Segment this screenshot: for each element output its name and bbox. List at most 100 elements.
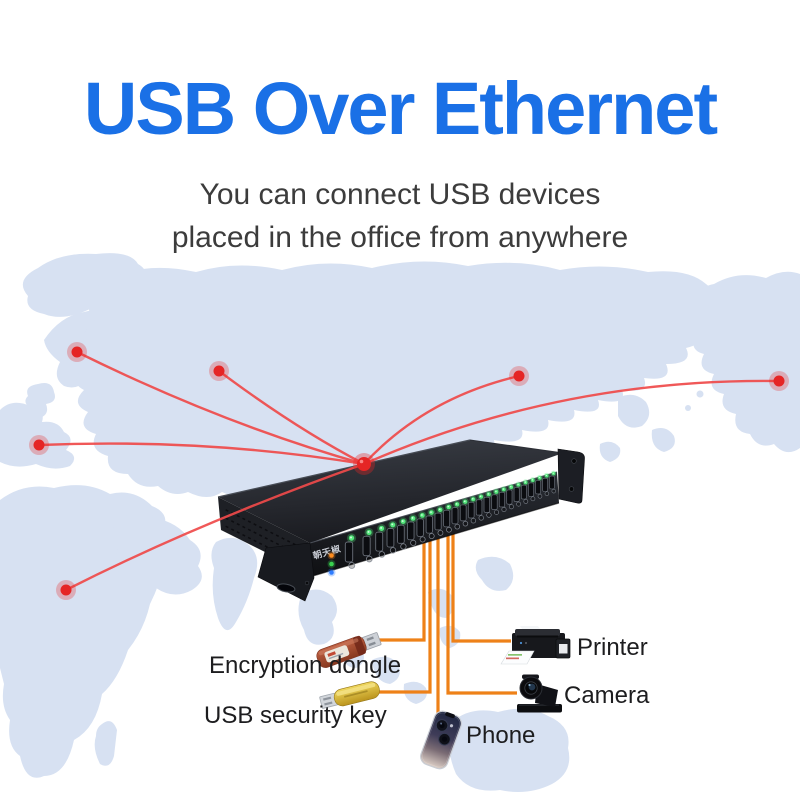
port-number-ring: [366, 555, 373, 563]
device-top-face: [218, 440, 563, 543]
port-led-shine: [502, 488, 505, 490]
port-number-ring: [523, 499, 529, 504]
port-number-ring: [462, 520, 469, 527]
map-landmass: [428, 588, 454, 618]
vent-slot: [230, 520, 235, 523]
vent-slot: [225, 509, 229, 512]
status-led: [329, 570, 334, 575]
camera-image: [517, 674, 562, 713]
vent-slot: [230, 528, 235, 532]
vent-slot: [247, 520, 252, 524]
usb-port: [498, 486, 508, 512]
map-landmass: [94, 721, 117, 766]
vent-slot: [275, 542, 280, 546]
printer-label: Printer: [577, 634, 648, 661]
port-slot: [542, 478, 548, 492]
usb-port: [542, 472, 550, 496]
port-slot: [491, 494, 498, 510]
port-slot: [407, 521, 415, 541]
port-number-ring: [410, 539, 417, 546]
port-slot: [443, 509, 451, 528]
port-led-shine: [447, 505, 450, 508]
port-slot: [513, 487, 520, 502]
vent-slot: [225, 517, 229, 521]
ear-screw-hole: [568, 486, 575, 492]
remote-dot: [60, 584, 72, 596]
page-title: USB Over Ethernet: [83, 67, 718, 150]
usb-port: [386, 520, 398, 554]
port-led-shine: [463, 500, 466, 503]
usb-cable-printer: [451, 530, 511, 643]
port-slot: [375, 531, 384, 552]
vent-slot: [225, 525, 229, 529]
port-led-shine: [380, 526, 383, 529]
vent-slot: [281, 537, 285, 540]
port-slot: [416, 518, 424, 537]
port-led-shine: [487, 493, 490, 495]
camera-label: Camera: [564, 682, 650, 709]
port-number-ring: [551, 488, 556, 494]
port-led-shine: [479, 495, 482, 498]
remote-link-1: [75, 350, 366, 466]
vent-slot: [242, 517, 246, 521]
map-landmass: [112, 513, 202, 595]
usb-cable-lines: [376, 530, 517, 714]
port-number-ring: [437, 530, 444, 536]
port-led-shine: [401, 520, 404, 522]
usb-security-key-image: [319, 681, 380, 709]
ear-screw-hole: [571, 458, 577, 464]
remote-dot: [513, 370, 525, 382]
port-number-ring: [494, 509, 500, 515]
ear-oval-hole: [276, 583, 296, 593]
port-number-ring: [348, 562, 356, 569]
port-led-shine: [367, 530, 370, 533]
port-slot: [549, 475, 555, 490]
port-slot: [483, 496, 490, 513]
map-landmass: [439, 625, 461, 648]
usb-port: [521, 479, 529, 504]
map-landmass: [475, 556, 514, 591]
remote-link-lines: [29, 342, 789, 600]
map-landmass: [0, 402, 75, 469]
usb-port: [362, 527, 374, 563]
map-landmass: [372, 656, 400, 684]
port-slot: [467, 501, 475, 519]
port-led-shine: [552, 472, 554, 474]
port-led-shine: [391, 523, 394, 526]
port-slot: [344, 541, 354, 563]
port-slot: [434, 512, 442, 531]
usb-port: [407, 514, 418, 546]
port-number-ring: [470, 518, 477, 524]
phone-image: [420, 710, 462, 770]
port-number-ring: [501, 506, 507, 512]
usb-port: [528, 477, 536, 502]
vent-slot: [258, 534, 263, 537]
port-slot: [528, 482, 534, 497]
usb-port: [483, 490, 493, 518]
usb-cable-encryption-dongle: [376, 539, 426, 642]
port-led-shine: [471, 498, 474, 500]
port-led-shine: [524, 481, 526, 483]
vent-slot: [247, 536, 252, 540]
usb-port: [513, 481, 522, 507]
port-led-shine: [545, 474, 548, 477]
usb-port: [491, 488, 500, 515]
port-slot: [397, 524, 405, 544]
map-landmass: [651, 428, 675, 452]
vent-slot: [236, 531, 240, 534]
vent-slot: [264, 536, 268, 540]
port-led-shine: [531, 479, 534, 481]
vent-slot: [270, 539, 274, 543]
encryption-dongle-label: Encryption dongle: [209, 652, 402, 679]
vent-slot: [236, 522, 240, 526]
vent-slot: [258, 525, 263, 529]
map-landmass: [599, 441, 621, 462]
ear-screw: [304, 580, 310, 586]
map-landmass: [686, 271, 800, 453]
device-right-edge: [469, 439, 564, 454]
remote-dot: [71, 346, 83, 358]
port-number-ring: [446, 526, 452, 533]
device-back-edge: [217, 439, 471, 498]
usb-security-key-label: USB security key: [204, 702, 387, 729]
